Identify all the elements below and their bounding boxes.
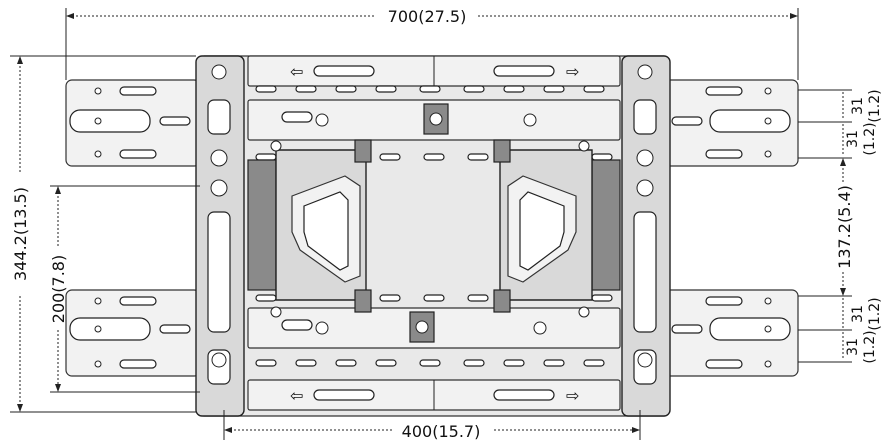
left-upper-arm-plate <box>65 79 201 167</box>
dimension-center-spacing: 137.2(5.4) <box>798 157 854 297</box>
bottom-offset2-in: (1.2) <box>862 330 878 363</box>
right-upper-arm-plate <box>663 79 799 167</box>
center-spacing-label: 137.2(5.4) <box>835 185 854 269</box>
top-offset-in: (1.2) <box>867 89 883 122</box>
total-width-label: 700(27.5) <box>388 7 467 26</box>
bottom-offset-mm: 31 <box>850 305 866 323</box>
top-slide-bracket: ⇦ ⇨ <box>247 55 621 87</box>
arrow-left-icon: ⇦ <box>290 62 303 81</box>
dimension-total-height: 344.2(13.5) <box>10 55 196 413</box>
left-arm-mechanism <box>247 139 372 318</box>
total-height-label: 344.2(13.5) <box>11 187 30 281</box>
dimension-inner-width: 400(15.7) <box>223 410 641 441</box>
dimension-bottom-offsets: 31 (1.2) 31 (1.2) <box>798 297 883 364</box>
bottom-offset-in: (1.2) <box>867 297 883 330</box>
lower-rail <box>247 307 621 349</box>
left-lower-arm-plate <box>65 289 201 377</box>
upper-rail <box>247 99 621 141</box>
bottom-slide-bracket: ⇦ ⇨ <box>247 379 621 411</box>
inner-height-label: 200(7.8) <box>49 255 68 323</box>
dimension-inner-height: 200(7.8) <box>49 185 200 393</box>
slot-rows <box>255 85 613 367</box>
dimension-top-offsets: 31 (1.2) 31 (1.2) <box>798 89 883 156</box>
arrow-right-icon: ⇨ <box>566 62 579 81</box>
top-offset2-in: (1.2) <box>862 122 878 155</box>
dimension-total-width: 700(27.5) <box>65 7 799 80</box>
inner-width-label: 400(15.7) <box>402 422 481 441</box>
bottom-offset2-mm: 31 <box>845 338 861 356</box>
right-arm-mechanism <box>493 139 621 318</box>
right-lower-arm-plate <box>663 289 799 377</box>
top-offset-mm: 31 <box>850 97 866 115</box>
arrow-right-icon: ⇨ <box>566 386 579 405</box>
arrow-left-icon: ⇦ <box>290 386 303 405</box>
top-offset2-mm: 31 <box>845 130 861 148</box>
